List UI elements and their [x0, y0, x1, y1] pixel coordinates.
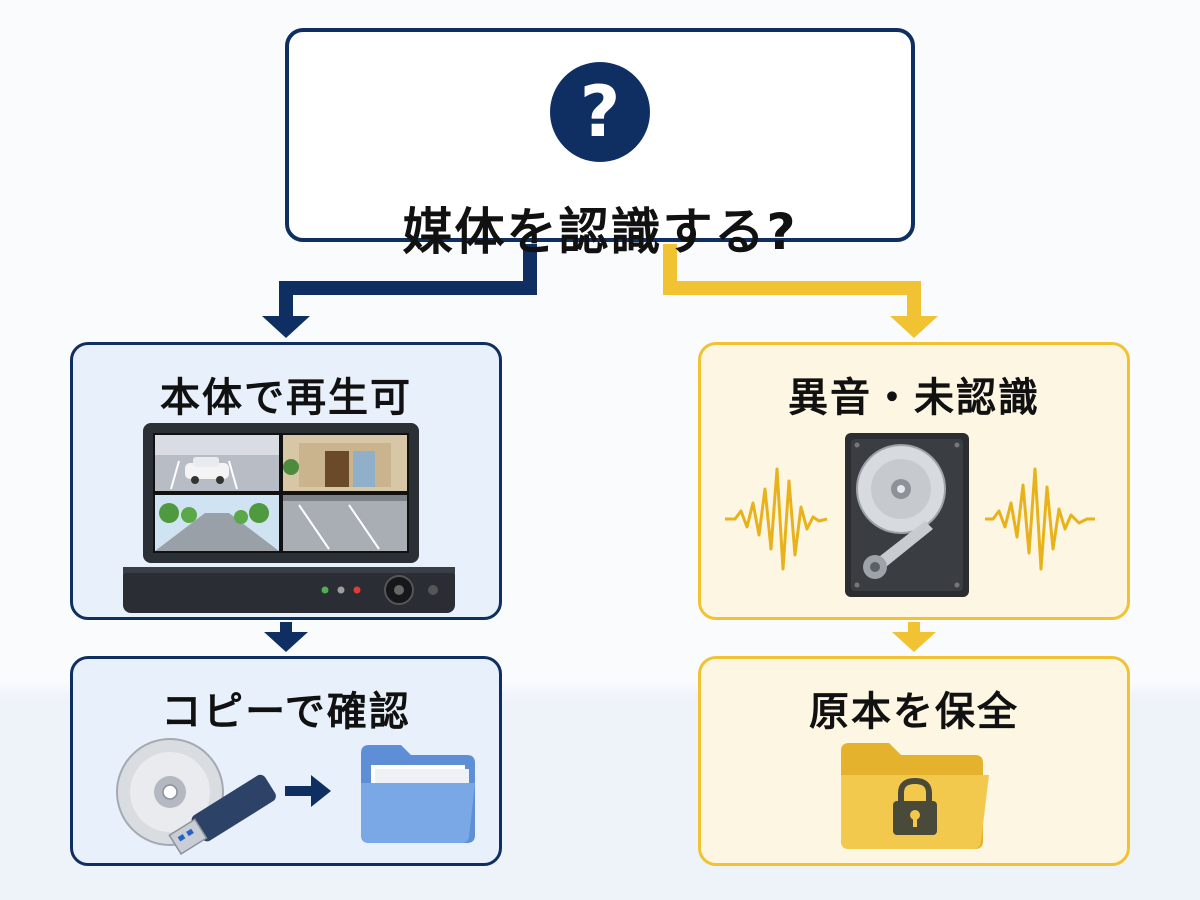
copy-box: コピーで確認 [70, 656, 502, 866]
question-label: 媒体を認識する? [402, 203, 798, 261]
locked-folder-icon [841, 743, 989, 849]
copy-label: コピーで確認 [161, 689, 411, 735]
keep-original-label: 原本を保全 [809, 689, 1019, 735]
question-mark-icon: ? [550, 62, 650, 162]
keep-original-box: 原本を保全 [698, 656, 1130, 866]
arrow-right-icon [285, 775, 331, 807]
arrow-to-keep [892, 622, 936, 652]
arrow-to-playable [262, 244, 537, 338]
noise-label: 異音・未認識 [788, 375, 1040, 421]
playable-label: 本体で再生可 [160, 375, 412, 421]
noise-box: 異音・未認識 [698, 342, 1130, 620]
hard-drive-noise-icon [725, 433, 1095, 597]
playable-box: 本体で再生可 [70, 342, 502, 620]
dvr-monitor-icon [123, 423, 455, 613]
arrow-to-noise [663, 244, 938, 338]
question-box: ? 媒体を認識する? [285, 28, 915, 261]
folder-icon [361, 745, 475, 843]
arrow-to-copy [264, 622, 308, 652]
usb-drive-icon [168, 774, 276, 855]
